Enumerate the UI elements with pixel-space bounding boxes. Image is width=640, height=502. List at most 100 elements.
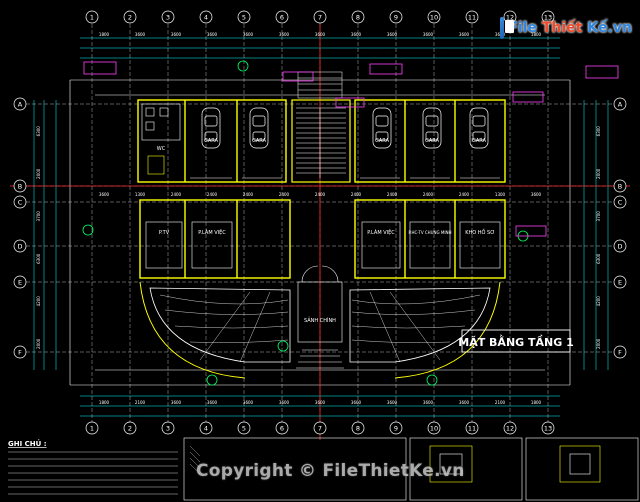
filethietke-logo: File Thiết Kế.vn (500, 14, 632, 42)
dimension-value: 3600 (171, 400, 182, 405)
axis-bubble-top (389, 10, 403, 24)
dimension-value: 6300 (36, 126, 41, 137)
axis-bubble-top (541, 10, 555, 24)
axis-bubble-side (613, 239, 627, 253)
room-label-sanh-chinh: SẢNH CHÍNH (304, 316, 336, 324)
axis-bubble-top (85, 10, 99, 24)
dimension-value: 1300 (495, 192, 506, 197)
axis-bubble-top (237, 10, 251, 24)
wc-block (141, 103, 181, 175)
dimension-value: 2400 (387, 192, 398, 197)
axis-label-top: 11 (468, 14, 476, 22)
lobby (296, 265, 344, 369)
axis-label-side: A (18, 101, 23, 109)
axis-label-top: 4 (204, 14, 208, 22)
dimension-value: 3600 (531, 192, 542, 197)
garage-walls (137, 99, 506, 183)
detail-boxes (183, 437, 639, 501)
room-label-p-hc-tv: P.HC-TV CHUNG MINH (408, 230, 451, 235)
dimension-value: 1800 (99, 400, 110, 405)
dimension-value: 3600 (99, 192, 110, 197)
axis-label-bottom: 4 (204, 425, 208, 433)
central-staircase (291, 99, 351, 183)
dimension-value: 3600 (459, 32, 470, 37)
axis-label-top: 2 (128, 14, 132, 22)
dimension-value: 3600 (351, 400, 362, 405)
axis-label-side: B (618, 183, 622, 191)
axis-label-side: C (18, 199, 23, 207)
dimension-value: 6300 (36, 253, 41, 264)
dimension-value: 3600 (207, 400, 218, 405)
axis-label-side: D (617, 243, 622, 251)
axis-bubble-side (13, 275, 27, 289)
dimension-value: 3600 (315, 400, 326, 405)
axis-bubble-top (465, 10, 479, 24)
room-label-p-tv: P.TV (159, 230, 170, 236)
axis-bubble-top (161, 10, 175, 24)
dimension-value: 3600 (171, 32, 182, 37)
axis-label-side: D (17, 243, 22, 251)
axis-bubble-bottom (123, 421, 137, 435)
dimension-value: 3600 (207, 32, 218, 37)
axis-label-bottom: 11 (468, 425, 476, 433)
axis-label-side: C (618, 199, 623, 207)
drawing-title: MẶT BẰNG TẦNG 1 (458, 334, 574, 349)
dimension-value: 3600 (423, 400, 434, 405)
dimension-value: 2400 (351, 192, 362, 197)
room-label-p-lam-viec-1: P.LÀM VIỆC (198, 228, 226, 236)
detail-hatches (189, 445, 201, 475)
dimension-value: 3600 (351, 32, 362, 37)
dimension-value: 2400 (423, 192, 434, 197)
dimension-value: 2400 (171, 192, 182, 197)
dimension-value: 3700 (36, 211, 41, 222)
axis-label-side: E (18, 279, 22, 287)
axis-label-bottom: 13 (544, 425, 552, 433)
axis-bubble-bottom (503, 421, 517, 435)
dimension-value: 2000 (596, 338, 601, 349)
axis-bubble-side (613, 97, 627, 111)
axis-label-bottom: 9 (394, 425, 398, 433)
axis-label-top: 7 (318, 14, 322, 22)
dimension-value: 3600 (315, 32, 326, 37)
axis-label-bottom: 3 (166, 425, 170, 433)
axis-bubble-side (613, 275, 627, 289)
axis-bubble-top (275, 10, 289, 24)
axis-bubble-top (427, 10, 441, 24)
axis-label-bottom: 5 (242, 425, 246, 433)
dimension-value: 3600 (459, 400, 470, 405)
axis-label-top: 10 (430, 14, 438, 22)
dimension-value: 3600 (279, 400, 290, 405)
dimension-value: 4200 (596, 296, 601, 307)
dimension-value: 3600 (135, 32, 146, 37)
dimension-value: 2000 (36, 338, 41, 349)
room-label-garage-e: GARA (472, 138, 487, 144)
dimension-value: 2100 (495, 400, 506, 405)
axis-bubble-bottom (351, 421, 365, 435)
dimension-value: 2400 (315, 192, 326, 197)
axis-label-top: 1 (90, 14, 94, 22)
axis-label-side: A (618, 101, 623, 109)
front-balconies (139, 281, 501, 379)
room-label-kho-ho-so: KHO HỒ SƠ (465, 227, 495, 236)
axis-bubble-side (13, 345, 27, 359)
axis-label-side: E (618, 279, 622, 287)
logo-badge-icon (500, 17, 516, 39)
axis-bubble-bottom (313, 421, 327, 435)
dimension-value: 3600 (423, 32, 434, 37)
axis-label-bottom: 7 (318, 425, 322, 433)
axis-label-bottom: 1 (90, 425, 94, 433)
dimension-value: 1800 (531, 32, 542, 37)
dimension-value: 1300 (135, 192, 146, 197)
dimension-value: 3700 (596, 211, 601, 222)
axis-bubble-bottom (541, 421, 555, 435)
dimension-value: 2400 (279, 192, 290, 197)
axis-label-top: 6 (280, 14, 284, 22)
dimension-value: 2000 (596, 168, 601, 179)
dimension-value: 6300 (596, 253, 601, 264)
